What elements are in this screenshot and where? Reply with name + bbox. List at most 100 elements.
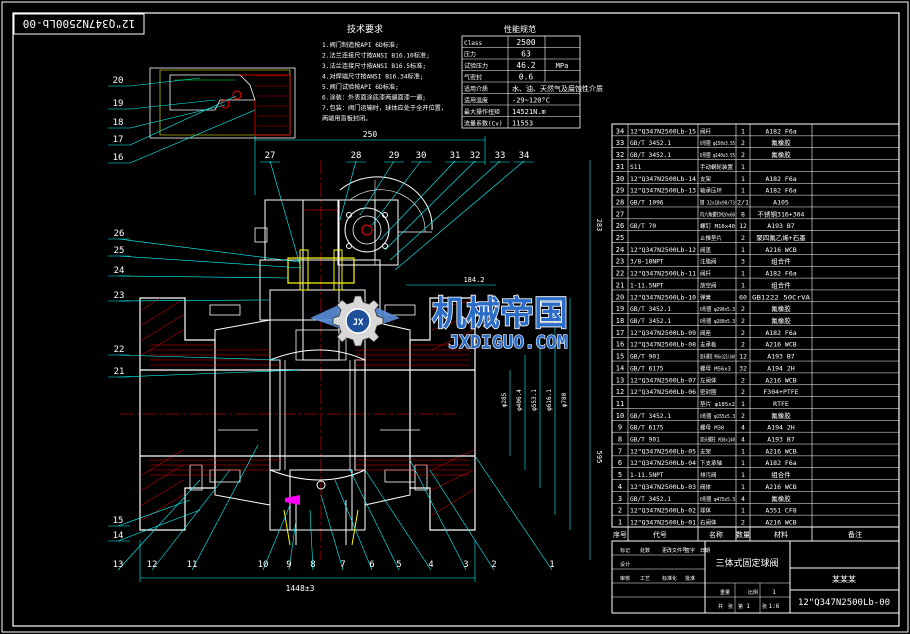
tech-requirements-title: 技术要求 (347, 23, 383, 35)
bom-header-label: 名称 (709, 530, 723, 539)
bom-qty: 2 (741, 151, 745, 159)
bom-code: 12"Q347N2500Lb-01 (630, 520, 696, 527)
bom-code: 12"Q347N2500Lb-03 (630, 484, 696, 491)
balloon-label: 15 (113, 516, 124, 526)
tech-requirement-line: 3.法兰连接尺寸按ANSI B16.5标准; (322, 62, 426, 70)
bom-no: 5 (618, 471, 622, 479)
spec-label: 气密封 (464, 74, 482, 82)
bom-name: 右阀体 (700, 519, 717, 527)
spec-label: Class (464, 40, 482, 47)
bom-qty: 2 (741, 317, 745, 325)
bom-code: 12"Q347N2500Lb-05 (630, 448, 696, 455)
bom-material: 组合件 (771, 280, 791, 289)
balloon-25: 25 (114, 246, 125, 256)
bom-name: 阀杆 (700, 270, 712, 278)
bom-qty: 1 (741, 246, 745, 254)
bom-qty: 2 (741, 234, 745, 242)
bom-header-label: 代号 (653, 530, 667, 539)
dim-height-top: 283 (595, 219, 603, 232)
title-block-label: 比例 (748, 589, 758, 596)
title-block-label: 审核 (620, 575, 630, 582)
balloon-2: 2 (491, 560, 496, 570)
bom-name: 键 32x18x90/73 (700, 198, 735, 206)
title-block-label: 张 (762, 603, 767, 610)
bom-material: F304+PTFE (763, 388, 798, 396)
bom-no: 14 (616, 364, 624, 372)
bom-material: A105 (773, 198, 789, 206)
bom-no: 7 (618, 447, 622, 455)
upper-bracket (264, 199, 376, 261)
company-name: 某某某 (832, 575, 856, 584)
bom-qty: 2 (741, 519, 745, 527)
detail-view (149, 67, 296, 139)
balloon-14: 14 (113, 531, 124, 541)
bom-qty: 1 (741, 270, 745, 278)
spec-label: 最大操作扭矩 (464, 108, 500, 116)
bom-material: A193 B7 (767, 436, 794, 444)
bom-code: 12"Q347N2500Lb-13 (630, 188, 696, 195)
tech-requirements: 技术要求 1.阀门制造按API 6D标准;2.法兰连接尺寸按ANSI B16.1… (322, 23, 447, 123)
bom-no: 15 (616, 353, 624, 361)
bom-qty: 32 (739, 364, 747, 372)
balloon-label: 28 (351, 151, 362, 161)
bom-qty: 8 (741, 210, 745, 218)
bom-name: O形圈 φ280x5.3 (700, 317, 735, 325)
bom-material: 氟橡胶 (771, 150, 791, 159)
balloon-label: 10 (258, 560, 269, 570)
bom-name: 内六角螺钉M20x60 (700, 210, 735, 218)
rotated-drawing-number-text: 12"Q347N2500Lb-00 (23, 17, 136, 30)
bom-material: 氟橡胶 (771, 138, 791, 147)
bom-code: 12"Q347N2500Lb-11 (630, 271, 696, 278)
bom-no: 11 (616, 400, 624, 408)
bom-qty: 1 (741, 163, 745, 171)
detail-balloon: 18 (113, 118, 124, 128)
bom-no: 19 (616, 305, 624, 313)
bom-qty: 4 (741, 436, 745, 444)
bom-qty: 2 (741, 329, 745, 337)
bom-name: 支架 (700, 447, 712, 455)
bom-no: 4 (618, 483, 622, 491)
balloon-label: 5 (396, 560, 401, 570)
bom-no: 6 (618, 459, 622, 467)
bom-qty: 12 (739, 222, 747, 230)
spec-value: 46.2 (516, 61, 535, 70)
bom-name: O形圈 φ290x5.3 (700, 305, 735, 313)
balloon-26: 26 (114, 229, 125, 239)
title-block-label: 重量 (720, 589, 730, 596)
bom-material: 氟橡胶 (771, 494, 791, 503)
balloon-11: 11 (187, 560, 198, 570)
bom-name: 阀座 (700, 329, 712, 337)
bom-name: 阀杆 (700, 127, 712, 135)
bom-no: 28 (616, 198, 624, 206)
bom-material: RTFE (773, 400, 789, 408)
title-block-label: 标准化 (662, 575, 677, 582)
spec-label: 试验压力 (464, 62, 488, 70)
bom-name: 手动蜗轮装置 (700, 163, 734, 171)
balloon-label: 23 (114, 291, 125, 301)
balloon-label: 34 (519, 151, 530, 161)
bom-no: 2 (618, 507, 622, 515)
spec-label: 流量系数(Cv) (464, 120, 502, 128)
tech-requirement-line: 5.阀门试验按API 6D标准; (322, 83, 399, 91)
bom-no: 31 (616, 163, 624, 171)
dim-top-width: 250 (363, 130, 378, 139)
bom-no: 20 (616, 293, 624, 301)
bom-qty: 1 (741, 281, 745, 289)
dimensions (139, 136, 591, 582)
bom-code: 12"Q347N2500Lb-10 (630, 294, 696, 301)
flange-bolt-holes (189, 304, 428, 491)
balloon-label: 3 (463, 560, 468, 570)
bom-code: GB/T 3452.1 (630, 318, 671, 325)
bom-code: 12"Q347N2500Lb-02 (630, 508, 696, 515)
detail-balloon: 17 (113, 135, 124, 145)
bom-qty: 12 (739, 353, 747, 361)
bom-material: A182 F6a (765, 329, 796, 337)
bom-material: 不锈钢316+304 (758, 209, 805, 218)
title-block-label: 工艺 (640, 576, 650, 582)
bom-name: 螺母 M56x3 (700, 364, 731, 372)
bom-code: GB/T 901 (630, 437, 660, 444)
bom-material: A182 F6a (765, 175, 796, 183)
bom-material: A216 WCB (765, 376, 796, 384)
spec-value: 0.6 (519, 73, 534, 82)
balloon-label: 25 (114, 246, 125, 256)
